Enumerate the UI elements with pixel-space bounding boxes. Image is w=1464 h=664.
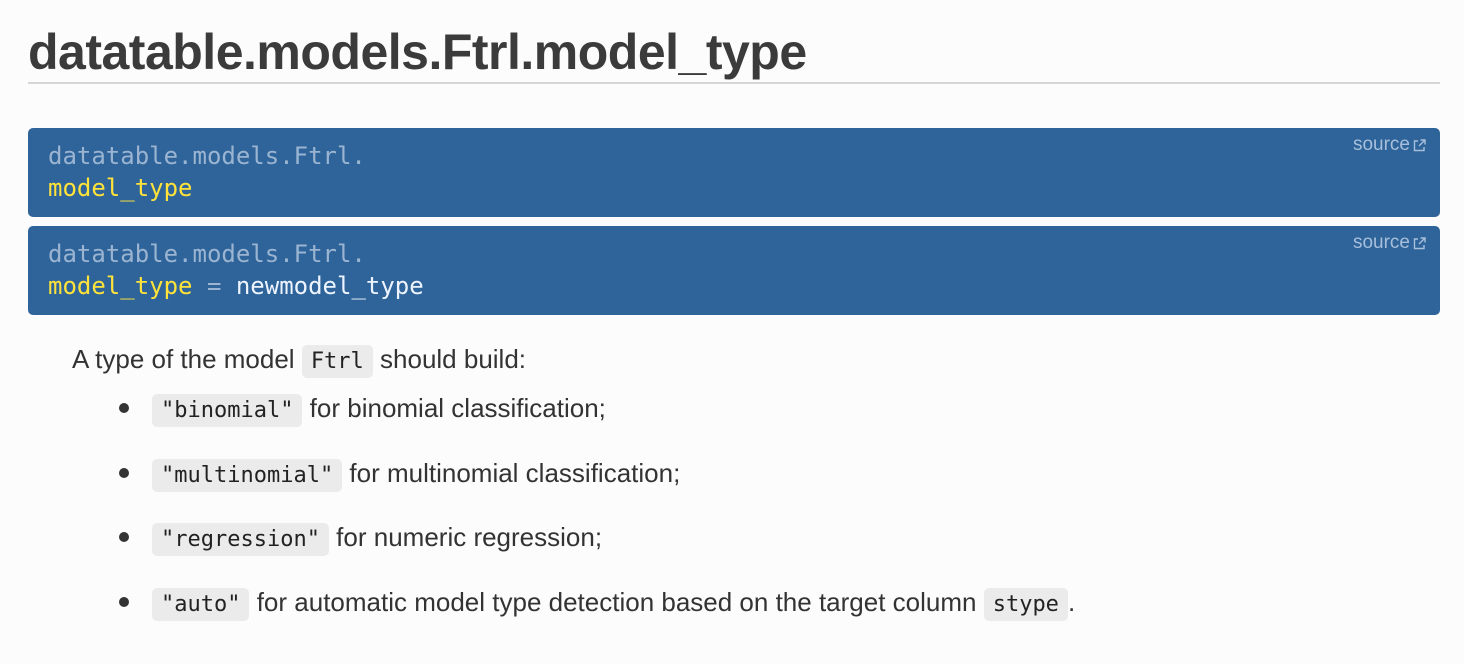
signature-prefix: datatable.models.Ftrl. [48, 142, 366, 170]
inline-code: stype [983, 587, 1068, 621]
source-label: source [1352, 232, 1410, 253]
assignment-operator: = [192, 272, 236, 300]
bullet-icon [119, 467, 129, 478]
source-link[interactable]: source [1353, 232, 1426, 256]
item-text: for multinomial classification; [342, 457, 681, 488]
description-before: A type of the model [72, 344, 302, 374]
bullet-icon [119, 403, 129, 413]
inline-code: "multinomial" [152, 458, 343, 492]
signature-name: model_type [48, 272, 193, 300]
inline-code: "regression" [152, 523, 329, 556]
inline-code: "binomial" [152, 394, 303, 427]
signature-name: model_type [48, 174, 193, 202]
source-label: source [1352, 134, 1410, 155]
description-after: should build: [372, 344, 527, 374]
list-item: "binomial" for binomial classification; [118, 386, 1075, 451]
signature-setter: datatable.models.Ftrl. model_type = newm… [28, 226, 1440, 315]
signature-param: newmodel_type [235, 272, 424, 300]
signature-prefix: datatable.models.Ftrl. [48, 240, 366, 268]
external-link-icon [1413, 136, 1426, 158]
item-text: for binomial classification; [302, 393, 606, 423]
list-item: "auto" for automatic model type detectio… [118, 580, 1075, 645]
inline-code: "auto" [152, 587, 250, 621]
item-text: for numeric regression; [328, 522, 603, 552]
description: A type of the model Ftrl should build: [72, 338, 526, 383]
signature-getter: datatable.models.Ftrl. model_type source [28, 128, 1440, 217]
item-text-end: . [1067, 586, 1076, 617]
item-text: for automatic model type detection based… [249, 586, 984, 617]
inline-code: Ftrl [301, 345, 373, 378]
list-item: "multinomial" for multinomial classifica… [118, 451, 1075, 516]
list-item: "regression" for numeric regression; [118, 515, 1075, 580]
page-title: datatable.models.Ftrl.model_type [28, 22, 1440, 84]
model-type-list: "binomial" for binomial classification; … [118, 386, 1075, 644]
source-link[interactable]: source [1353, 134, 1426, 158]
bullet-icon [119, 532, 129, 542]
bullet-icon [119, 596, 129, 607]
external-link-icon [1413, 234, 1426, 256]
